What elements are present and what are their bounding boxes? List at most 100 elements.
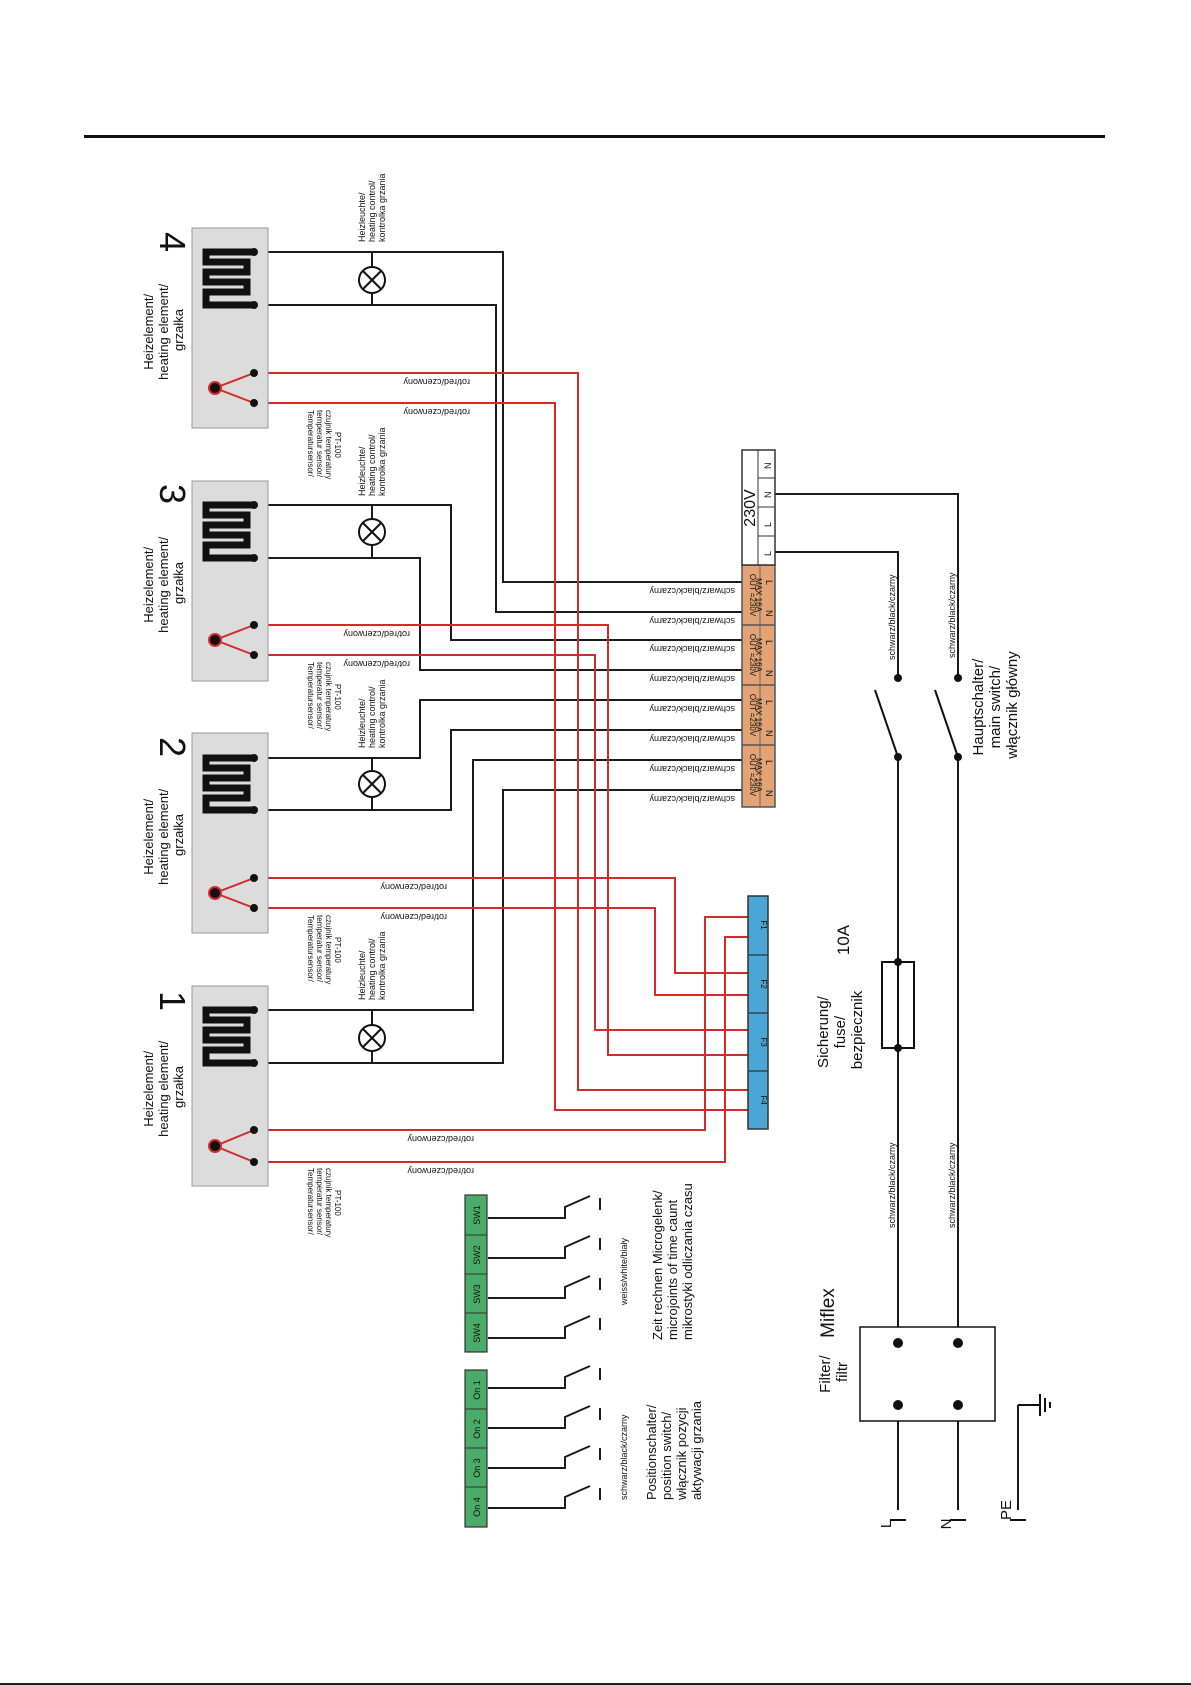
heater-label: grzałka [171,308,186,351]
sensor-label: czujnik temperatury [324,1168,333,1237]
lamp-icon [358,518,386,546]
supply-terminal: 230V L L N N [741,449,776,566]
svg-text:Temperatursensor/ temper: Temperatursensor/ temperatur sensor/ czu… [306,662,342,734]
sensor-label: PT-100 [333,1190,342,1216]
relay-block: OUT =230V OUT =230V OUT =230V OUT =230V … [741,564,776,808]
fuse-label: F3 [759,1037,768,1047]
labels: 4 3 2 1 Heizelement/ heating element/ gr… [141,173,1021,1529]
relay-max: MAX 16A [754,638,763,672]
timer-switch-label: SW4 [472,1323,482,1343]
svg-text:Filter/ filtr: Filter/ filtr [817,1351,851,1393]
black-wire-label: schwarz/black/czarny [887,1142,897,1228]
svg-text:Heizleuchte/ heating con: Heizleuchte/ heating control/ kontrolka … [357,427,387,496]
relay-terminal: N [764,790,774,797]
lamp-label: Heizleuchte/ [357,698,367,748]
lamp-label: heating control/ [367,434,377,496]
black-wire-label: schwarz/black/czarny [947,572,957,658]
lamp-label: kontrolka grzania [377,427,387,496]
position-switch-label: On 1 [472,1380,482,1400]
black-wire-label: schwarz/black/czarny [947,1142,957,1228]
relay-terminal: N [764,730,774,737]
black-wire-label: schwarz/black/czarny [649,764,735,774]
sensor-label: PT-100 [333,937,342,963]
position-switch-block: On 1 On 2 On 3 On 4 [464,1369,488,1528]
fuse-caption: fuse/ [832,1015,849,1048]
supply-terminal-label: L [763,551,773,556]
red-wire-label: rot/red/czerwony [343,659,410,669]
lamp-label: Heizleuchte/ [357,192,367,242]
lamp-label: kontrolka grzania [377,173,387,242]
supply-terminal-label: N [763,492,773,499]
svg-text:Zeit rechnen Microgelenk/: Zeit rechnen Microgelenk/ microjoints of… [650,1183,695,1340]
svg-text:Heizelement/ heating ele: Heizelement/ heating element/ grzałka [141,533,186,633]
mains-L: L [878,1520,895,1528]
sensor-label: temperatur sensor/ [315,662,324,730]
relay-rating: OUT =230V [748,634,757,677]
svg-text:Hauptschalter/ main swit: Hauptschalter/ main switch/ włącznik głó… [970,651,1021,760]
red-wire-label: rot/red/czerwony [407,1166,474,1176]
svg-text:Heizleuchte/ heating con: Heizleuchte/ heating control/ kontrolka … [357,173,387,242]
timer-switch-label: SW2 [472,1245,482,1265]
fuse-caption: bezpiecznik [849,990,866,1069]
heater-label: Heizelement/ [141,546,156,622]
heater-label: grzałka [171,561,186,604]
red-wire-label: rot/red/czerwony [403,407,470,417]
bottom-rule [0,1683,1191,1685]
heater-label: heating element/ [156,283,171,380]
svg-text:Positionschalter/ positi: Positionschalter/ position switch/ włącz… [644,1400,704,1501]
relay-rating: OUT =230V [748,694,757,737]
main-fuse [881,958,915,1052]
fuse-label: F4 [759,1095,768,1105]
lamp-icon [358,1024,386,1052]
relay-terminal: L [764,760,774,765]
element-number: 3 [152,484,193,504]
sensor-label: PT-100 [333,432,342,458]
timer-caption: mikrostyki odliczania czasu [680,1183,695,1340]
red-wire-label: rot/red/czerwony [343,629,410,639]
heater-label: Heizelement/ [141,798,156,874]
timer-switch-block: SW1 SW2 SW3 SW4 [464,1194,488,1353]
sensor-label: temperatur sensor/ [315,1168,324,1236]
sensor-label: Temperatursensor/ [306,410,315,477]
timer-caption: Zeit rechnen Microgelenk/ [650,1190,665,1340]
ground-icon [1018,1394,1051,1416]
heater-label: heating element/ [156,1040,171,1137]
relay-terminal: L [764,700,774,705]
sensor-label: czujnik temperatury [324,662,333,731]
position-caption: aktywacji grzania [689,1400,704,1500]
element-number: 4 [152,232,193,252]
black-wire-label: schwarz/black/czarny [619,1414,629,1500]
supply-voltage: 230V [742,489,759,527]
timer-switch-label: SW1 [472,1205,482,1225]
position-switch-label: On 4 [472,1497,482,1517]
heater-label: heating element/ [156,788,171,885]
position-caption: Positionschalter/ [644,1404,659,1500]
lamp-label: heating control/ [367,180,377,242]
red-wires [254,372,748,1163]
sensor-label: Temperatursensor/ [306,915,315,982]
heater-label: Heizelement/ [141,293,156,369]
svg-text:Heizleuchte/ heating con: Heizleuchte/ heating control/ kontrolka … [357,931,387,1000]
fuse-caption: Sicherung/ [815,995,832,1068]
red-wire-label: rot/red/czerwony [380,912,447,922]
svg-text:Heizelement/ heating ele: Heizelement/ heating element/ grzałka [141,785,186,885]
supply-terminal-label: L [763,522,773,527]
relay-terminal: N [764,610,774,617]
lamp-label: heating control/ [367,686,377,748]
heater-element-3 [191,480,269,682]
relay-rating: OUT =230V [748,574,757,617]
black-wire-label: schwarz/black/czarny [649,644,735,654]
main-switch-caption: main switch/ [987,665,1004,748]
relay-rating: OUT =230V [748,754,757,797]
lamp-label: Heizleuchte/ [357,446,367,496]
svg-text:Heizelement/ heating ele: Heizelement/ heating element/ grzałka [141,280,186,380]
black-wire-label: schwarz/black/czarny [649,674,735,684]
heater-label: Heizelement/ [141,1050,156,1126]
red-wire-label: rot/red/czerwony [380,882,447,892]
sensor-label: czujnik temperatury [324,915,333,984]
position-caption: włącznik pozycji [674,1407,689,1501]
main-switch-icon [874,674,962,761]
relay-max: MAX 16A [754,698,763,732]
filter-caption: filtr [834,1362,851,1382]
filter-caption: Filter/ [817,1355,834,1393]
